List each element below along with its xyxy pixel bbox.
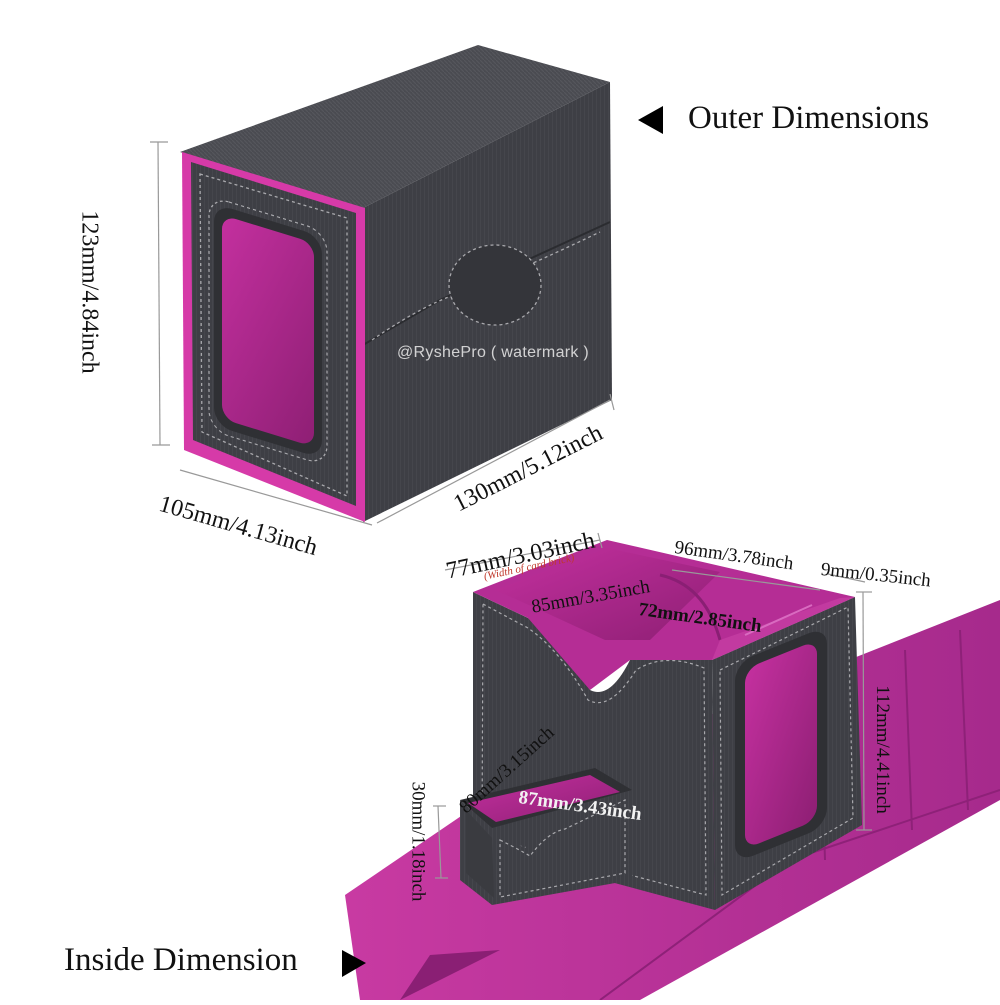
outer-guides (150, 141, 615, 526)
outer-height-label: 123mm/4.84inch (76, 210, 103, 374)
tall-height-label: 112mm/4.41inch (871, 685, 893, 814)
outer-box-top (180, 45, 610, 208)
inside-box-front (473, 592, 715, 910)
inside-box (345, 540, 1000, 1001)
outer-dimensions-heading: Outer Dimensions (688, 100, 930, 136)
thumb-notch (448, 244, 542, 326)
outer-window-lining (222, 218, 314, 444)
inside-window-lining (745, 644, 817, 845)
inside-guides (433, 532, 872, 879)
tray-lining (468, 775, 620, 822)
tray (460, 790, 632, 905)
watermark-text: @RyshePro ( watermark ) (397, 344, 590, 361)
tray-height-label: 30mm/1.18inch (407, 781, 429, 902)
inside-dimension-heading: Inside Dimension (64, 942, 298, 978)
arrow-right-icon (342, 950, 366, 977)
arrow-left-icon (638, 106, 663, 134)
outer-box (180, 45, 612, 522)
